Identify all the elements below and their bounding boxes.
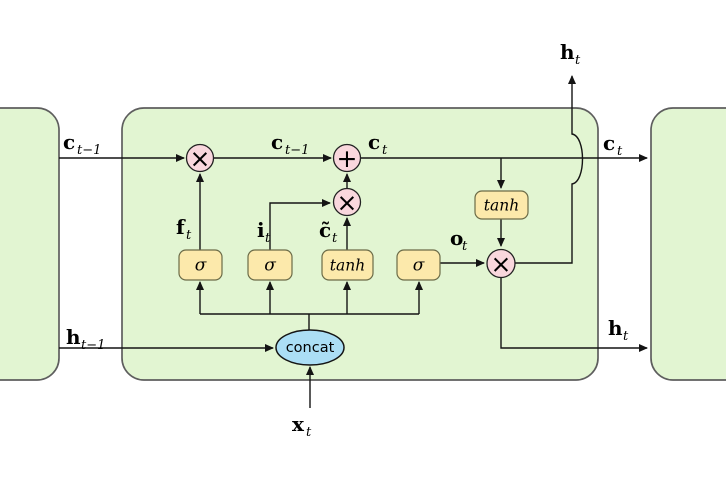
output-multiply-node (486, 248, 516, 279)
svg-text:t−1: t−1 (285, 143, 309, 158)
add-icon: + (337, 144, 358, 173)
concat-node (275, 329, 345, 366)
candidate-gate-box (321, 249, 374, 281)
state-tanh-label: tanh (484, 197, 519, 215)
multiply-icon: × (190, 144, 211, 173)
hidden-top-line (515, 75, 584, 264)
input-x-label: x (292, 412, 305, 436)
concat-distribution-bar (200, 313, 419, 330)
multiply-icon: × (337, 188, 358, 217)
input-gate-box (247, 249, 293, 281)
hidden-out-label: h (608, 316, 623, 340)
input-to-multiply-line (269, 199, 331, 250)
forget-gate-box (178, 249, 223, 281)
cell-state-in-label: c (63, 130, 75, 154)
next-cell (650, 107, 726, 381)
state-tanh-box (474, 190, 529, 220)
output-gate-label: σ (413, 256, 425, 276)
svg-text:t: t (382, 143, 388, 158)
svg-text:t: t (575, 53, 581, 68)
hidden-in-label: h (66, 325, 81, 349)
input-multiply-node (332, 187, 362, 217)
add-node (332, 143, 362, 173)
forget-signal-label: f (176, 215, 186, 239)
lstm-cell (121, 107, 599, 381)
previous-cell (0, 107, 60, 381)
cell-state-mid-label: c (271, 130, 283, 154)
svg-text:t: t (623, 329, 629, 344)
concat-label: concat (286, 340, 335, 356)
svg-text:t: t (186, 228, 192, 243)
forget-gate-label: σ (195, 256, 207, 276)
forget-multiply-node (185, 143, 215, 173)
output-signal-label: o (450, 226, 463, 250)
input-signal-label: i (257, 218, 265, 242)
svg-text:t−1: t−1 (81, 338, 105, 353)
multiply-icon: × (491, 250, 512, 279)
svg-text:t: t (617, 144, 623, 159)
output-gate-box (396, 249, 441, 281)
input-gate-label: σ (264, 256, 276, 276)
candidate-signal-label: c̃ (319, 218, 331, 242)
svg-text:t: t (306, 425, 312, 440)
candidate-gate-label: tanh (330, 257, 365, 275)
svg-text:t−1: t−1 (77, 143, 101, 158)
hidden-top-label: h (560, 40, 575, 64)
svg-text:t: t (265, 231, 271, 246)
cell-state-out-label: c (603, 131, 615, 155)
svg-text:t: t (462, 239, 468, 254)
svg-text:t: t (332, 231, 338, 246)
hidden-out-line (500, 277, 648, 352)
cell-state-new-label: c (368, 130, 380, 154)
